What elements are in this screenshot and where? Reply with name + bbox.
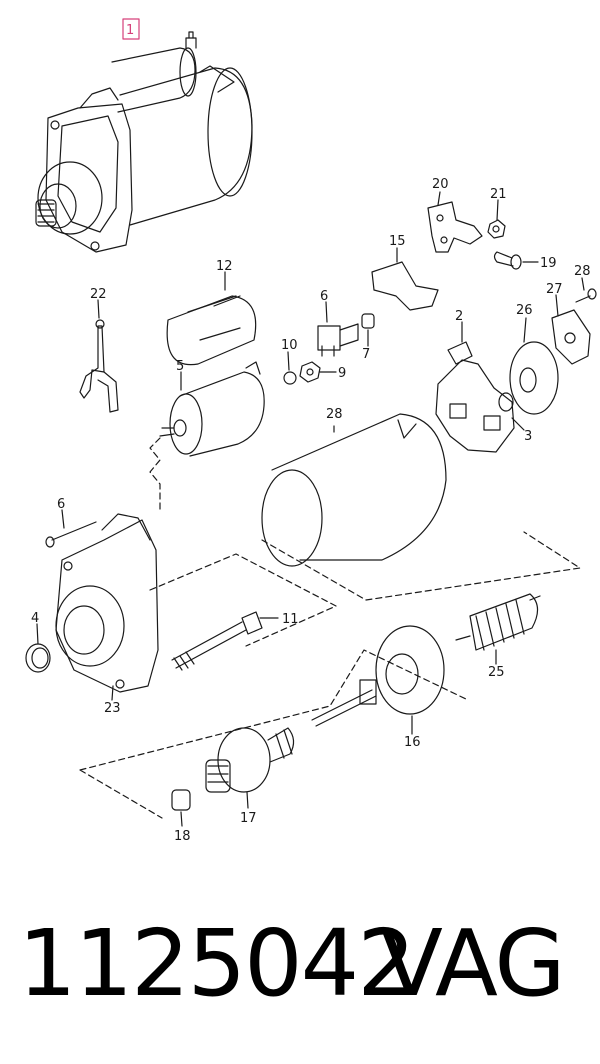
assembled-starter-motor[interactable] — [35, 31, 253, 253]
part-9-nut[interactable] — [299, 361, 321, 383]
part-11-through-bolt[interactable] — [171, 611, 263, 671]
part-12-sleeve[interactable] — [166, 295, 257, 366]
part-17-pinion[interactable] — [205, 727, 295, 793]
part-18-bushing[interactable] — [171, 789, 191, 811]
part-5-solenoid[interactable] — [159, 361, 265, 457]
callout-5[interactable]: 5 — [176, 359, 184, 374]
part-25-end-plate[interactable] — [551, 309, 591, 365]
callout-4[interactable]: 4 — [31, 611, 39, 626]
part-6-screw[interactable] — [45, 521, 97, 548]
part-number: 1125042 — [18, 910, 416, 1017]
part-2-brush-holder[interactable] — [435, 341, 515, 453]
callout-11[interactable]: 11 — [282, 612, 299, 627]
part-28-housing[interactable] — [261, 413, 447, 567]
callout-12[interactable]: 12 — [216, 259, 233, 274]
callout-16[interactable]: 16 — [404, 735, 421, 750]
callout-27[interactable]: 25 — [488, 665, 505, 680]
callout-20[interactable]: 19 — [540, 256, 557, 271]
callout-15[interactable]: 15 — [389, 234, 406, 249]
callout-21[interactable]: 21 — [490, 187, 507, 202]
part-16-drive-end[interactable] — [311, 625, 445, 727]
callout-17[interactable]: 17 — [240, 811, 257, 826]
part-8-connector[interactable] — [317, 323, 359, 357]
part-27-armature[interactable] — [455, 593, 541, 651]
callout-23[interactable]: 23 — [104, 701, 121, 716]
callout-1[interactable]: 1 — [126, 23, 134, 38]
callout-22[interactable]: 22 — [90, 287, 107, 302]
callout-26[interactable]: 28 — [574, 264, 591, 279]
part-4-bushing-ring[interactable] — [25, 643, 51, 673]
callout-3[interactable]: 3 — [524, 429, 532, 444]
part-20-screw[interactable] — [493, 251, 522, 270]
part-26-screw[interactable] — [575, 288, 597, 303]
part-15-cover[interactable] — [371, 261, 439, 311]
callout-6[interactable]: 6 — [57, 497, 65, 512]
callout-19[interactable]: 20 — [432, 177, 449, 192]
part-23-drive-bracket[interactable] — [55, 513, 159, 693]
callout-28[interactable]: 28 — [326, 407, 343, 422]
part-7-bushing[interactable] — [361, 313, 375, 329]
part-21-nut[interactable] — [487, 219, 506, 239]
part-24-cover-disc[interactable] — [509, 341, 559, 415]
brand-name: VAG — [380, 910, 566, 1017]
callout-8[interactable]: 6 — [320, 289, 328, 304]
starter-motor-exploded-diagram: 1 20 21 19 15 28 27 26 — [25, 18, 597, 844]
callout-18[interactable]: 18 — [174, 829, 191, 844]
callout-25[interactable]: 27 — [546, 282, 563, 297]
callout-9[interactable]: 9 — [338, 366, 346, 381]
part-22-fork-lever[interactable] — [79, 319, 119, 413]
part-10-washer[interactable] — [283, 371, 297, 385]
callout-1-box — [122, 18, 140, 40]
part-19-bracket[interactable] — [427, 201, 483, 253]
callout-10[interactable]: 10 — [281, 338, 298, 353]
part-3-bushing[interactable] — [498, 392, 514, 412]
callout-2[interactable]: 2 — [455, 309, 463, 324]
callout-24[interactable]: 26 — [516, 303, 533, 318]
callout-7[interactable]: 7 — [362, 347, 370, 362]
